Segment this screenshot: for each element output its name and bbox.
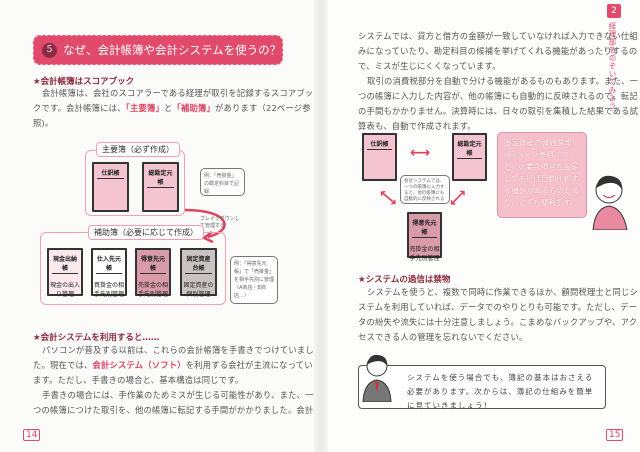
heading-system: ★会計システムを利用すると…… xyxy=(33,333,160,343)
text-line: つの帳簿につけた取引を、他の帳簿に転記する手間がかかりました。会計 xyxy=(33,405,314,415)
breakdown-label: ブレイクダウンして管理する xyxy=(200,216,240,229)
section-title-banner: 5 なぜ、会計帳簿や会計システムを使うの？ xyxy=(33,35,283,65)
chapter-tab-number: 2 xyxy=(607,4,621,18)
text: と xyxy=(163,103,173,113)
book-desc: 売掛金の相手先別管理 xyxy=(137,282,168,298)
sub-books-label: 補助簿（必要に応じて作成） xyxy=(88,225,204,240)
text-line: 算表も、自動で作成されます。 xyxy=(358,121,476,131)
page-number-left: 14 xyxy=(23,429,41,441)
breakdown-arrow-icon xyxy=(184,208,226,244)
text: を利用する会社が主流になってい xyxy=(185,360,313,370)
text-line: セスできる人の管理を忘れないでください。 xyxy=(358,332,528,342)
paragraph-intro: システムでは、貸方と借方の金額が一致していなければ入力できない仕組 みになってい… xyxy=(358,29,638,134)
book-customer-ledger: 得意先元帳売掛金の相手先別管理 xyxy=(135,248,171,298)
paragraph-overconfidence: システムを使うと、複数で同時に作業できるほか、顧問税理士と同じシ ステムを利用し… xyxy=(358,285,638,345)
book-desc: 買掛金の相手先別管理 xyxy=(93,282,124,298)
sub-note: 例：「得意先元帳」で「売掛金」を相手先別に管理（A商店・B商店…） xyxy=(230,256,278,304)
book-desc: 固定資産の個別管理 xyxy=(183,282,214,298)
heading-scorebook: ★会計帳簿はスコアブック xyxy=(33,77,135,87)
chapter-tab-label: 経理部をのぞいてみよう xyxy=(608,22,617,110)
book-cash: 現金出納帳現金の出入り管理 xyxy=(47,248,83,298)
text-line: タの紛失や流失には十分注意しましょう。こまめなバックアップや、アク xyxy=(358,317,638,327)
book-title: 仕訳帳 xyxy=(97,168,124,179)
text: があります（22ページ参 xyxy=(214,103,311,113)
main-note: 例：「売掛金」の勘定科目で記録 xyxy=(200,168,245,196)
book-fixed-assets: 固定資産台帳固定資産の個別管理 xyxy=(180,248,217,298)
text-line: システムを使うと、複数で同時に作業できるほか、顧問税理士と同じシ xyxy=(367,287,638,297)
book-title: 得意先元帳 xyxy=(412,220,437,238)
sys-book-general-ledger: 総勘定元帳 xyxy=(452,133,487,181)
section-title: なぜ、会計帳簿や会計システムを使うの？ xyxy=(63,43,282,57)
book-title: 固定資産台帳 xyxy=(185,256,212,274)
highlight-main-books: 「主要簿」 xyxy=(125,103,164,113)
tip-box: 固定資産の減価償却(42ページ参照）など、必要な項目を設定しておけば自動仕訳する… xyxy=(497,132,587,218)
text-line: パソコンが普及する以前は、これらの会計帳簿を手書きでつけていまし xyxy=(42,345,314,355)
text-line: 手書きの場合には、手作業のためミスが生じる可能性があり、また、一 xyxy=(42,390,314,400)
text-line: 会計帳簿は、会社のスコアラーである経理が取引を記録するスコアブッ xyxy=(42,88,314,98)
text: た。現在では、 xyxy=(33,360,93,370)
book-supplier-ledger: 仕入先元帳買掛金の相手先別管理 xyxy=(91,248,127,298)
book-title: 現金出納帳 xyxy=(52,256,78,274)
paragraph-scorebook: 会計帳簿は、会社のスコアラーである経理が取引を記録するスコアブッ クです。会計帳… xyxy=(33,86,313,131)
book-title: 総勘定元帳 xyxy=(147,170,174,188)
heading-overconfidence: ★システムの過信は禁物 xyxy=(358,275,451,285)
girl-illustration-icon xyxy=(362,354,392,402)
paragraph-system: パソコンが普及する以前は、これらの会計帳簿を手書きでつけていまし た。現在では、… xyxy=(33,343,314,418)
text-line: で、ミスが生じにくくなっています。 xyxy=(358,61,501,71)
book-desc: 売掛金の相手先別管理 xyxy=(409,246,440,262)
text-line: ステムを利用していれば、データでのやりとりも可能です。ただし、デー xyxy=(358,302,638,312)
page-number-right: 15 xyxy=(606,429,624,441)
text-line: 照)。 xyxy=(33,118,54,128)
text-line: みになっていたり、勘定科目の候補を挙げてくれる機能があったりするの xyxy=(358,46,638,56)
text-line: の手間もかかりません。決算時には、日々の取引を集積した結果である試 xyxy=(358,106,639,116)
text-line: 取引の消費税部分を自動で分ける機能があるものもあります。また、一 xyxy=(367,76,639,86)
section-number: 5 xyxy=(42,42,57,58)
book-gutter xyxy=(314,0,328,452)
sys-note: 会計システムでは、一つの帳簿に入力すると、他の帳簿にも自動的に反映される xyxy=(400,175,450,204)
text-line: クです。会計帳簿には、「主要簿」と「補助簿」があります（22ページ参 xyxy=(33,101,313,116)
text-line: システムでは、貸方と借方の金額が一致していなければ入力できない仕組 xyxy=(358,31,638,41)
text-line: た。現在では、会計システム（ソフト）を利用する会社が主流になってい xyxy=(33,358,314,373)
book-desc: 現金の出入り管理 xyxy=(49,282,80,298)
woman-illustration-icon xyxy=(592,175,628,230)
text-line: つの帳簿に入力した内容が、他の帳簿にも自動的に反映されるので、転記 xyxy=(358,91,638,101)
highlight-system: 会計システム（ソフト） xyxy=(92,360,186,370)
double-arrow-icon: ⟷ xyxy=(410,145,431,161)
highlight-sub-books: 「補助簿」 xyxy=(172,103,215,113)
book-title: 仕入先元帳 xyxy=(96,256,122,274)
book-title: 得意先元帳 xyxy=(140,256,166,274)
book-title: 仕訳帳 xyxy=(367,139,392,150)
text: クです。会計帳簿には、 xyxy=(33,103,126,113)
sys-book-customer-ledger: 得意先元帳売掛金の相手先別管理 xyxy=(407,212,442,262)
speech-box: システムを使う場合でも、簿記の基本はおさえる必要があります。次からは、簿記の仕組… xyxy=(358,365,606,410)
book-title: 総勘定元帳 xyxy=(457,141,482,159)
sys-book-journal: 仕訳帳 xyxy=(362,133,397,181)
main-books-label: 主要簿（必ず作成） xyxy=(96,142,180,157)
text-line: ます。ただし、手書きの場合と、基本構造は同じです。 xyxy=(33,375,244,385)
book-journal: 仕訳帳 xyxy=(92,162,129,212)
book-general-ledger: 総勘定元帳 xyxy=(142,162,179,212)
